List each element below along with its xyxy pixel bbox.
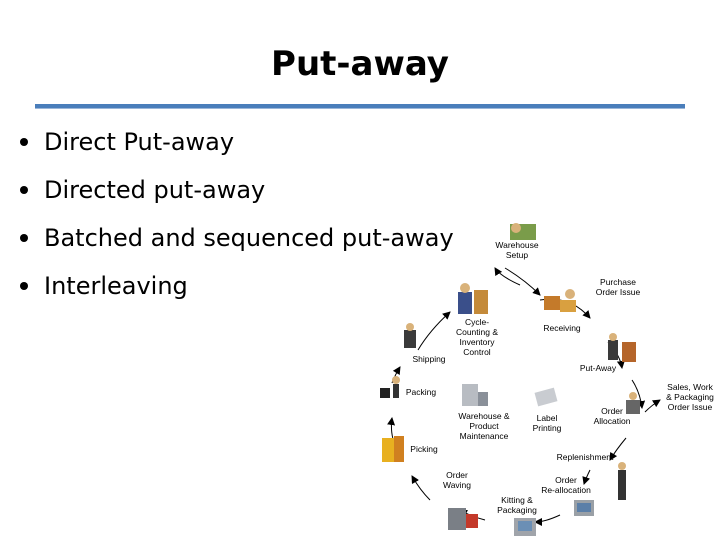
shipping-icon: [404, 323, 416, 348]
order-re-allocation-icon: [574, 500, 594, 516]
bullet-item: Interleaving: [20, 262, 454, 310]
replenishment-icon: [618, 462, 626, 500]
bullet-dot-icon: [20, 186, 28, 194]
cycle-counting-icon: [458, 283, 488, 314]
node-label-receiving: Receiving: [543, 323, 581, 333]
packing-icon: [380, 376, 400, 398]
bullet-list: Direct Put-away Directed put-away Batche…: [20, 118, 454, 310]
bullet-item: Direct Put-away: [20, 118, 454, 166]
bullet-text: Interleaving: [44, 272, 188, 300]
node-label-replenishment: Replenishment: [557, 452, 614, 462]
bullet-dot-icon: [20, 234, 28, 242]
order-allocation-icon: [626, 392, 640, 414]
bullet-dot-icon: [20, 138, 28, 146]
order-waving-icon: [448, 508, 478, 530]
node-label-kitting-packaging: Kitting &Packaging: [497, 495, 537, 515]
node-label-put-away: Put-Away: [580, 363, 617, 373]
kitting-packaging-icon: [514, 518, 536, 536]
bullet-item: Batched and sequenced put-away: [20, 214, 454, 262]
bullet-text: Directed put-away: [44, 176, 266, 204]
bullet-dot-icon: [20, 282, 28, 290]
node-label-shipping: Shipping: [412, 354, 445, 364]
picking-icon: [382, 436, 404, 462]
put-away-icon: [608, 333, 618, 360]
title-underline: [35, 104, 685, 109]
warehouse-product-maintenance-icon: [462, 384, 488, 406]
node-label-packing: Packing: [406, 387, 437, 397]
warehouse-setup-icon: [510, 223, 536, 240]
label-printing-icon: [534, 387, 558, 407]
slide-title: Put-away: [271, 44, 449, 84]
bullet-text: Direct Put-away: [44, 128, 235, 156]
bullet-item: Directed put-away: [20, 166, 454, 214]
receiving-icon: [544, 289, 576, 312]
node-label-picking: Picking: [410, 444, 438, 454]
bullet-text: Batched and sequenced put-away: [44, 224, 454, 252]
purchase-order-icon: [622, 342, 636, 362]
